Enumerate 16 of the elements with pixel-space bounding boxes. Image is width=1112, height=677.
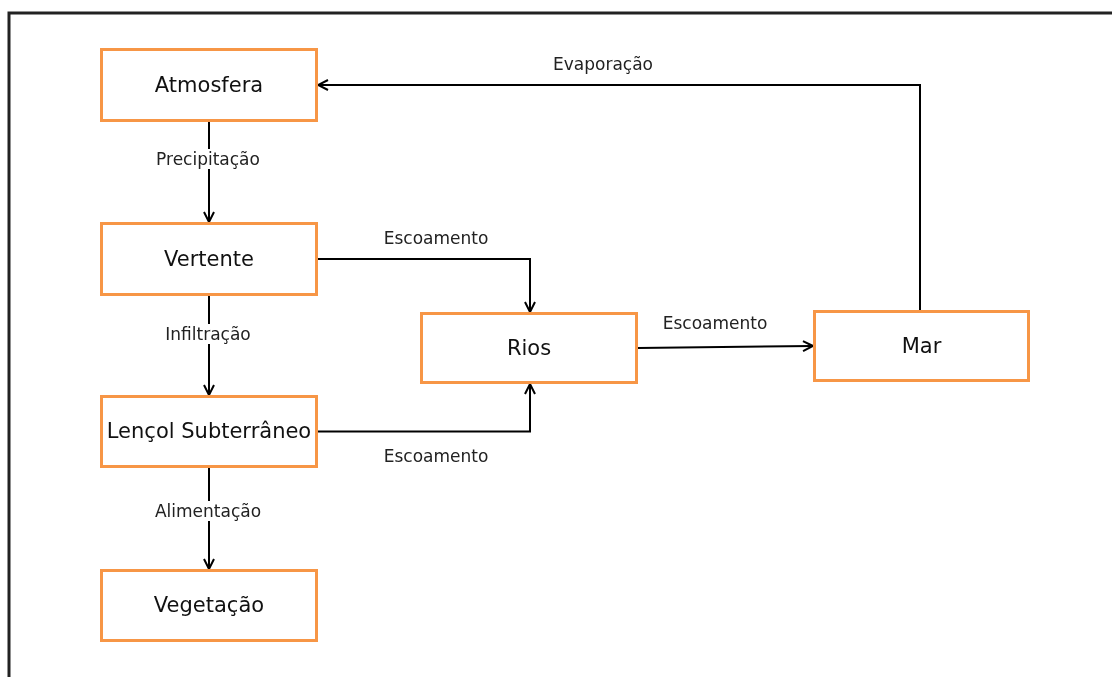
node-label: Lençol Subterrâneo (106, 418, 312, 446)
arrow (317, 383, 536, 433)
process-box (100, 395, 318, 468)
node-label: Atmosfera (154, 71, 264, 99)
node-label: Vegetação (153, 592, 265, 620)
process-box (420, 312, 638, 384)
process-box (813, 310, 1030, 382)
process-box (100, 569, 318, 642)
arrow (317, 258, 536, 313)
arrow (637, 340, 814, 353)
node-label: Vertente (164, 245, 254, 273)
process-box (100, 222, 318, 296)
node-label: Rios (506, 334, 552, 362)
arrow (317, 79, 921, 311)
node-label: Mar (901, 332, 942, 360)
process-box (100, 48, 318, 122)
